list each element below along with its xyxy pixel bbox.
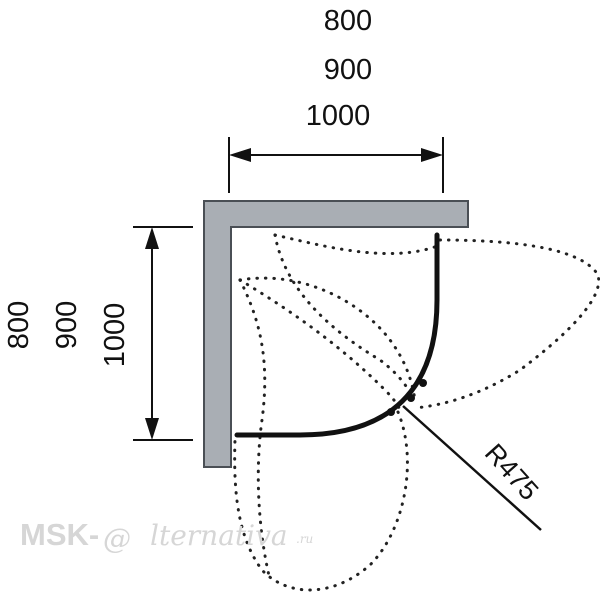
width-label-1000: 1000: [306, 100, 371, 132]
depth-label-900: 900: [51, 301, 83, 349]
width-dimension-line: [228, 137, 444, 193]
enclosure-curved-glass: [234, 232, 440, 438]
watermark-logo: MSK- @ lternativa .ru: [20, 517, 313, 555]
door-swing-paths: [233, 233, 600, 592]
door-swing-inner-upper: [273, 233, 415, 402]
door-handles: [387, 379, 427, 416]
depth-dimension-line: [133, 226, 193, 441]
watermark-at-symbol: @: [103, 522, 131, 555]
door-swing-open-down: [233, 410, 409, 592]
door-swing-mid-down: [238, 278, 272, 582]
radius-label: R475: [479, 438, 544, 506]
width-arrow-right: [421, 148, 443, 162]
door-swing-upper: [273, 233, 442, 256]
depth-arrow-top: [145, 227, 159, 249]
wall-corner: [203, 200, 469, 468]
width-label-900: 900: [324, 54, 372, 86]
depth-arrow-bottom: [145, 418, 159, 440]
door-swing-inner-left: [238, 278, 402, 412]
depth-label-1000: 1000: [99, 303, 131, 368]
width-arrow-left: [229, 148, 251, 162]
watermark-script: lternativa: [150, 519, 288, 552]
width-label-800: 800: [324, 5, 372, 37]
radius-line: [402, 405, 542, 531]
door-swing-mid-right: [238, 276, 417, 402]
watermark-suffix: .ru: [296, 532, 313, 546]
depth-label-800: 800: [3, 301, 35, 349]
door-swing-open-right: [413, 238, 600, 410]
watermark-prefix: MSK-: [20, 517, 99, 552]
